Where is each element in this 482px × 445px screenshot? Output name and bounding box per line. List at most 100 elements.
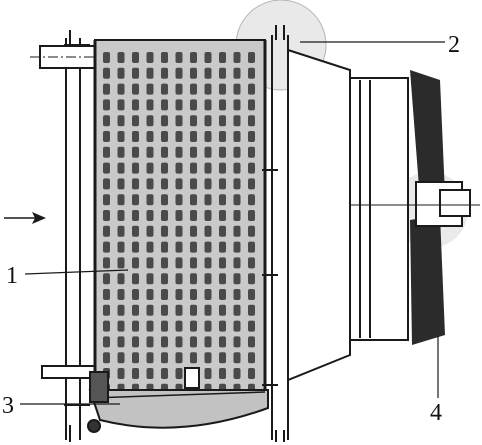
core-fin <box>117 210 125 221</box>
core-fins <box>103 52 255 395</box>
core-fin <box>117 273 125 285</box>
core-fin <box>248 336 255 348</box>
core-fin <box>219 146 226 158</box>
core-fin <box>161 304 168 316</box>
core-fin <box>103 99 110 111</box>
core-fin <box>103 352 110 364</box>
core-fin <box>190 336 197 348</box>
core-fin <box>190 52 197 63</box>
core-fin <box>117 52 125 63</box>
core-fin <box>204 194 212 206</box>
core-fin <box>175 304 183 316</box>
core-fin <box>233 289 241 300</box>
core-fin <box>146 289 154 300</box>
core-fin <box>161 336 168 348</box>
core-fin <box>175 83 183 95</box>
core-fin <box>248 194 255 206</box>
fan-blade-upper <box>410 70 445 200</box>
core-fin <box>190 289 197 300</box>
core-fin <box>219 83 226 95</box>
core-fin <box>233 52 241 63</box>
core-fin <box>233 320 241 332</box>
core-fin <box>175 146 183 158</box>
core-fin <box>117 146 125 158</box>
core-fin <box>161 83 168 95</box>
core-fin <box>248 146 255 158</box>
core-fin <box>161 146 168 158</box>
core-fin <box>132 368 139 379</box>
core-fin <box>219 352 226 364</box>
core-fin <box>219 336 226 348</box>
core-fin <box>175 194 183 206</box>
core-fin <box>233 336 241 348</box>
core-fin <box>204 178 212 190</box>
core-fin <box>103 257 110 269</box>
core-fin <box>219 162 226 174</box>
callout-2: 2 <box>448 32 460 58</box>
core-fin <box>204 83 212 95</box>
core-fin <box>219 115 226 127</box>
core-fin <box>175 368 183 379</box>
radiator-core <box>93 39 267 401</box>
core-fin <box>146 368 154 379</box>
core-fin <box>204 162 212 174</box>
core-fin <box>132 336 139 348</box>
core-fin <box>233 273 241 285</box>
core-fin <box>233 146 241 158</box>
core-fin <box>233 257 241 269</box>
core-fin <box>103 225 110 237</box>
core-fin <box>117 304 125 316</box>
core-fin <box>132 225 139 237</box>
core-fin <box>248 352 255 364</box>
core-fin <box>204 352 212 364</box>
core-fin <box>233 194 241 206</box>
core-fin <box>146 146 154 158</box>
core-fin <box>132 52 139 63</box>
core-fin <box>190 67 197 79</box>
core-fin <box>204 146 212 158</box>
core-fin <box>146 115 154 127</box>
core-fin <box>132 146 139 158</box>
core-fin <box>132 131 139 142</box>
core-fin <box>117 162 125 174</box>
core-fin <box>175 131 183 142</box>
core-fin <box>248 67 255 79</box>
core-fin <box>248 241 255 253</box>
core-fin <box>161 225 168 237</box>
core-fin <box>204 52 212 63</box>
core-fin <box>190 146 197 158</box>
core-fin <box>248 304 255 316</box>
core-fin <box>161 52 168 63</box>
core-fin <box>103 67 110 79</box>
core-fin <box>161 352 168 364</box>
core-fin <box>175 241 183 253</box>
core-fin <box>132 320 139 332</box>
core-fin <box>175 257 183 269</box>
core-fin <box>233 210 241 221</box>
core-fin <box>248 289 255 300</box>
callout-3: 3 <box>2 393 14 419</box>
core-fin <box>132 115 139 127</box>
core-fin <box>190 273 197 285</box>
core-fin <box>248 131 255 142</box>
core-fin <box>204 320 212 332</box>
arrow-right-icon <box>4 212 46 224</box>
core-fin <box>146 83 154 95</box>
core-fin <box>233 304 241 316</box>
core-fin <box>103 115 110 127</box>
core-fin <box>190 162 197 174</box>
core-fin <box>132 210 139 221</box>
core-fin <box>117 225 125 237</box>
core-fin <box>161 131 168 142</box>
core-fin <box>132 257 139 269</box>
core-fin <box>190 352 197 364</box>
core-fin <box>233 83 241 95</box>
core-fin <box>132 194 139 206</box>
core-fin <box>190 257 197 269</box>
core-fin <box>175 210 183 221</box>
core-fin <box>146 352 154 364</box>
core-fin <box>146 304 154 316</box>
core-fin <box>175 162 183 174</box>
core-fin <box>175 320 183 332</box>
core-fin <box>190 131 197 142</box>
